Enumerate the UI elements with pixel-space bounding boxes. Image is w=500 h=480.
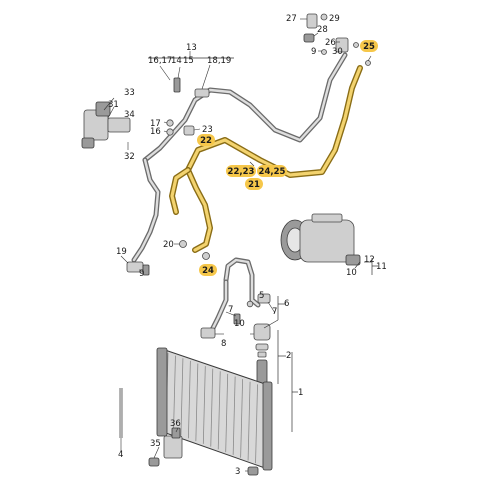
screw-3 — [247, 466, 259, 476]
label-36: 36 — [170, 419, 181, 429]
clip-35 — [148, 457, 160, 467]
svg-text:22,23: 22,23 — [228, 167, 255, 177]
label-8: 8 — [221, 339, 226, 349]
label-9-top: 9 — [311, 47, 316, 57]
pipe-highlighted-suction — [185, 65, 363, 253]
svg-text:24: 24 — [202, 266, 214, 276]
pressure-switch-group — [81, 101, 131, 149]
fitting-20 — [179, 240, 187, 248]
badge-22: 22 — [197, 134, 215, 146]
label-11: 11 — [376, 262, 387, 272]
condenser-fin — [195, 363, 199, 442]
label-26: 26 — [325, 38, 336, 48]
badge-21: 21 — [245, 178, 263, 190]
badge-24: 24 — [199, 264, 217, 276]
condenser-fin — [247, 381, 251, 461]
label-30: 30 — [332, 47, 343, 57]
label-7-right: 7 — [272, 307, 277, 317]
label-5: 5 — [259, 291, 264, 301]
pipe-main-suction — [142, 52, 348, 163]
compressor-10 — [280, 213, 361, 266]
condenser-fin — [255, 384, 258, 464]
condenser-fin — [232, 376, 236, 455]
part-number-labels: 13 16,17 14 15 18,19 33 31 34 32 17 16 2… — [108, 14, 387, 477]
label-35: 35 — [150, 439, 161, 449]
label-34: 34 — [124, 110, 135, 120]
condenser-fin — [240, 379, 244, 458]
pipe-high-pressure — [223, 257, 261, 308]
label-6: 6 — [284, 299, 289, 309]
badge-24-25: 24,25 — [257, 165, 287, 177]
valve-14 — [173, 77, 181, 93]
label-28: 28 — [317, 25, 328, 35]
condenser-fin — [217, 371, 221, 450]
condenser-fin — [210, 368, 214, 447]
label-16-17: 16,17 — [148, 56, 172, 66]
label-16: 16 — [150, 127, 161, 137]
condenser-fin — [187, 360, 191, 439]
label-33: 33 — [124, 88, 135, 98]
label-31: 31 — [108, 100, 119, 110]
condenser-fin — [180, 358, 184, 436]
label-12: 12 — [364, 255, 375, 265]
label-14: 14 — [171, 56, 182, 66]
label-10: 10 — [346, 268, 357, 278]
condenser-fin — [173, 355, 176, 433]
receiver-dryer-2 — [253, 323, 271, 395]
leader-lines — [103, 18, 378, 472]
label-7-left: 7 — [228, 305, 233, 315]
fitting-10-small — [233, 313, 241, 325]
fitting-23 — [183, 125, 195, 136]
svg-text:21: 21 — [248, 180, 260, 190]
pipe-condenser-link — [209, 279, 229, 333]
label-4: 4 — [118, 450, 123, 460]
label-23: 23 — [202, 125, 213, 135]
pipe-lower-left — [131, 157, 161, 263]
condenser-1 — [156, 347, 273, 471]
label-20: 20 — [163, 240, 174, 250]
label-3: 3 — [235, 467, 240, 477]
label-29: 29 — [329, 14, 340, 24]
fitting-8 — [200, 327, 216, 339]
svg-text:25: 25 — [363, 42, 375, 52]
condenser-fin — [202, 366, 206, 444]
label-2: 2 — [286, 351, 291, 361]
svg-text:22: 22 — [200, 136, 212, 146]
label-27: 27 — [286, 14, 297, 24]
pipe-highlighted-loop — [169, 167, 191, 215]
fitting-16-17 — [166, 119, 174, 136]
label-18-19: 18,19 — [207, 56, 231, 66]
label-15: 15 — [183, 56, 194, 66]
highlighted-labels: 22 22,23 24,25 21 24 25 — [197, 40, 378, 276]
fitting-24-connector — [202, 252, 210, 260]
label-9-left: 9 — [139, 269, 144, 279]
label-19: 19 — [116, 247, 127, 257]
top-fittings-cluster — [303, 13, 371, 66]
label-13: 13 — [186, 43, 197, 53]
bracket-36 — [163, 427, 183, 459]
label-10-small: 10 — [234, 319, 245, 329]
fitting-5-6 — [246, 293, 271, 308]
badge-22-23: 22,23 — [226, 165, 256, 177]
label-32: 32 — [124, 152, 135, 162]
valve-fitting-13 — [194, 88, 210, 98]
badge-25: 25 — [360, 40, 378, 52]
svg-text:24,25: 24,25 — [259, 167, 286, 177]
label-17: 17 — [150, 119, 161, 129]
condenser-fin — [225, 373, 229, 453]
label-1: 1 — [298, 388, 303, 398]
